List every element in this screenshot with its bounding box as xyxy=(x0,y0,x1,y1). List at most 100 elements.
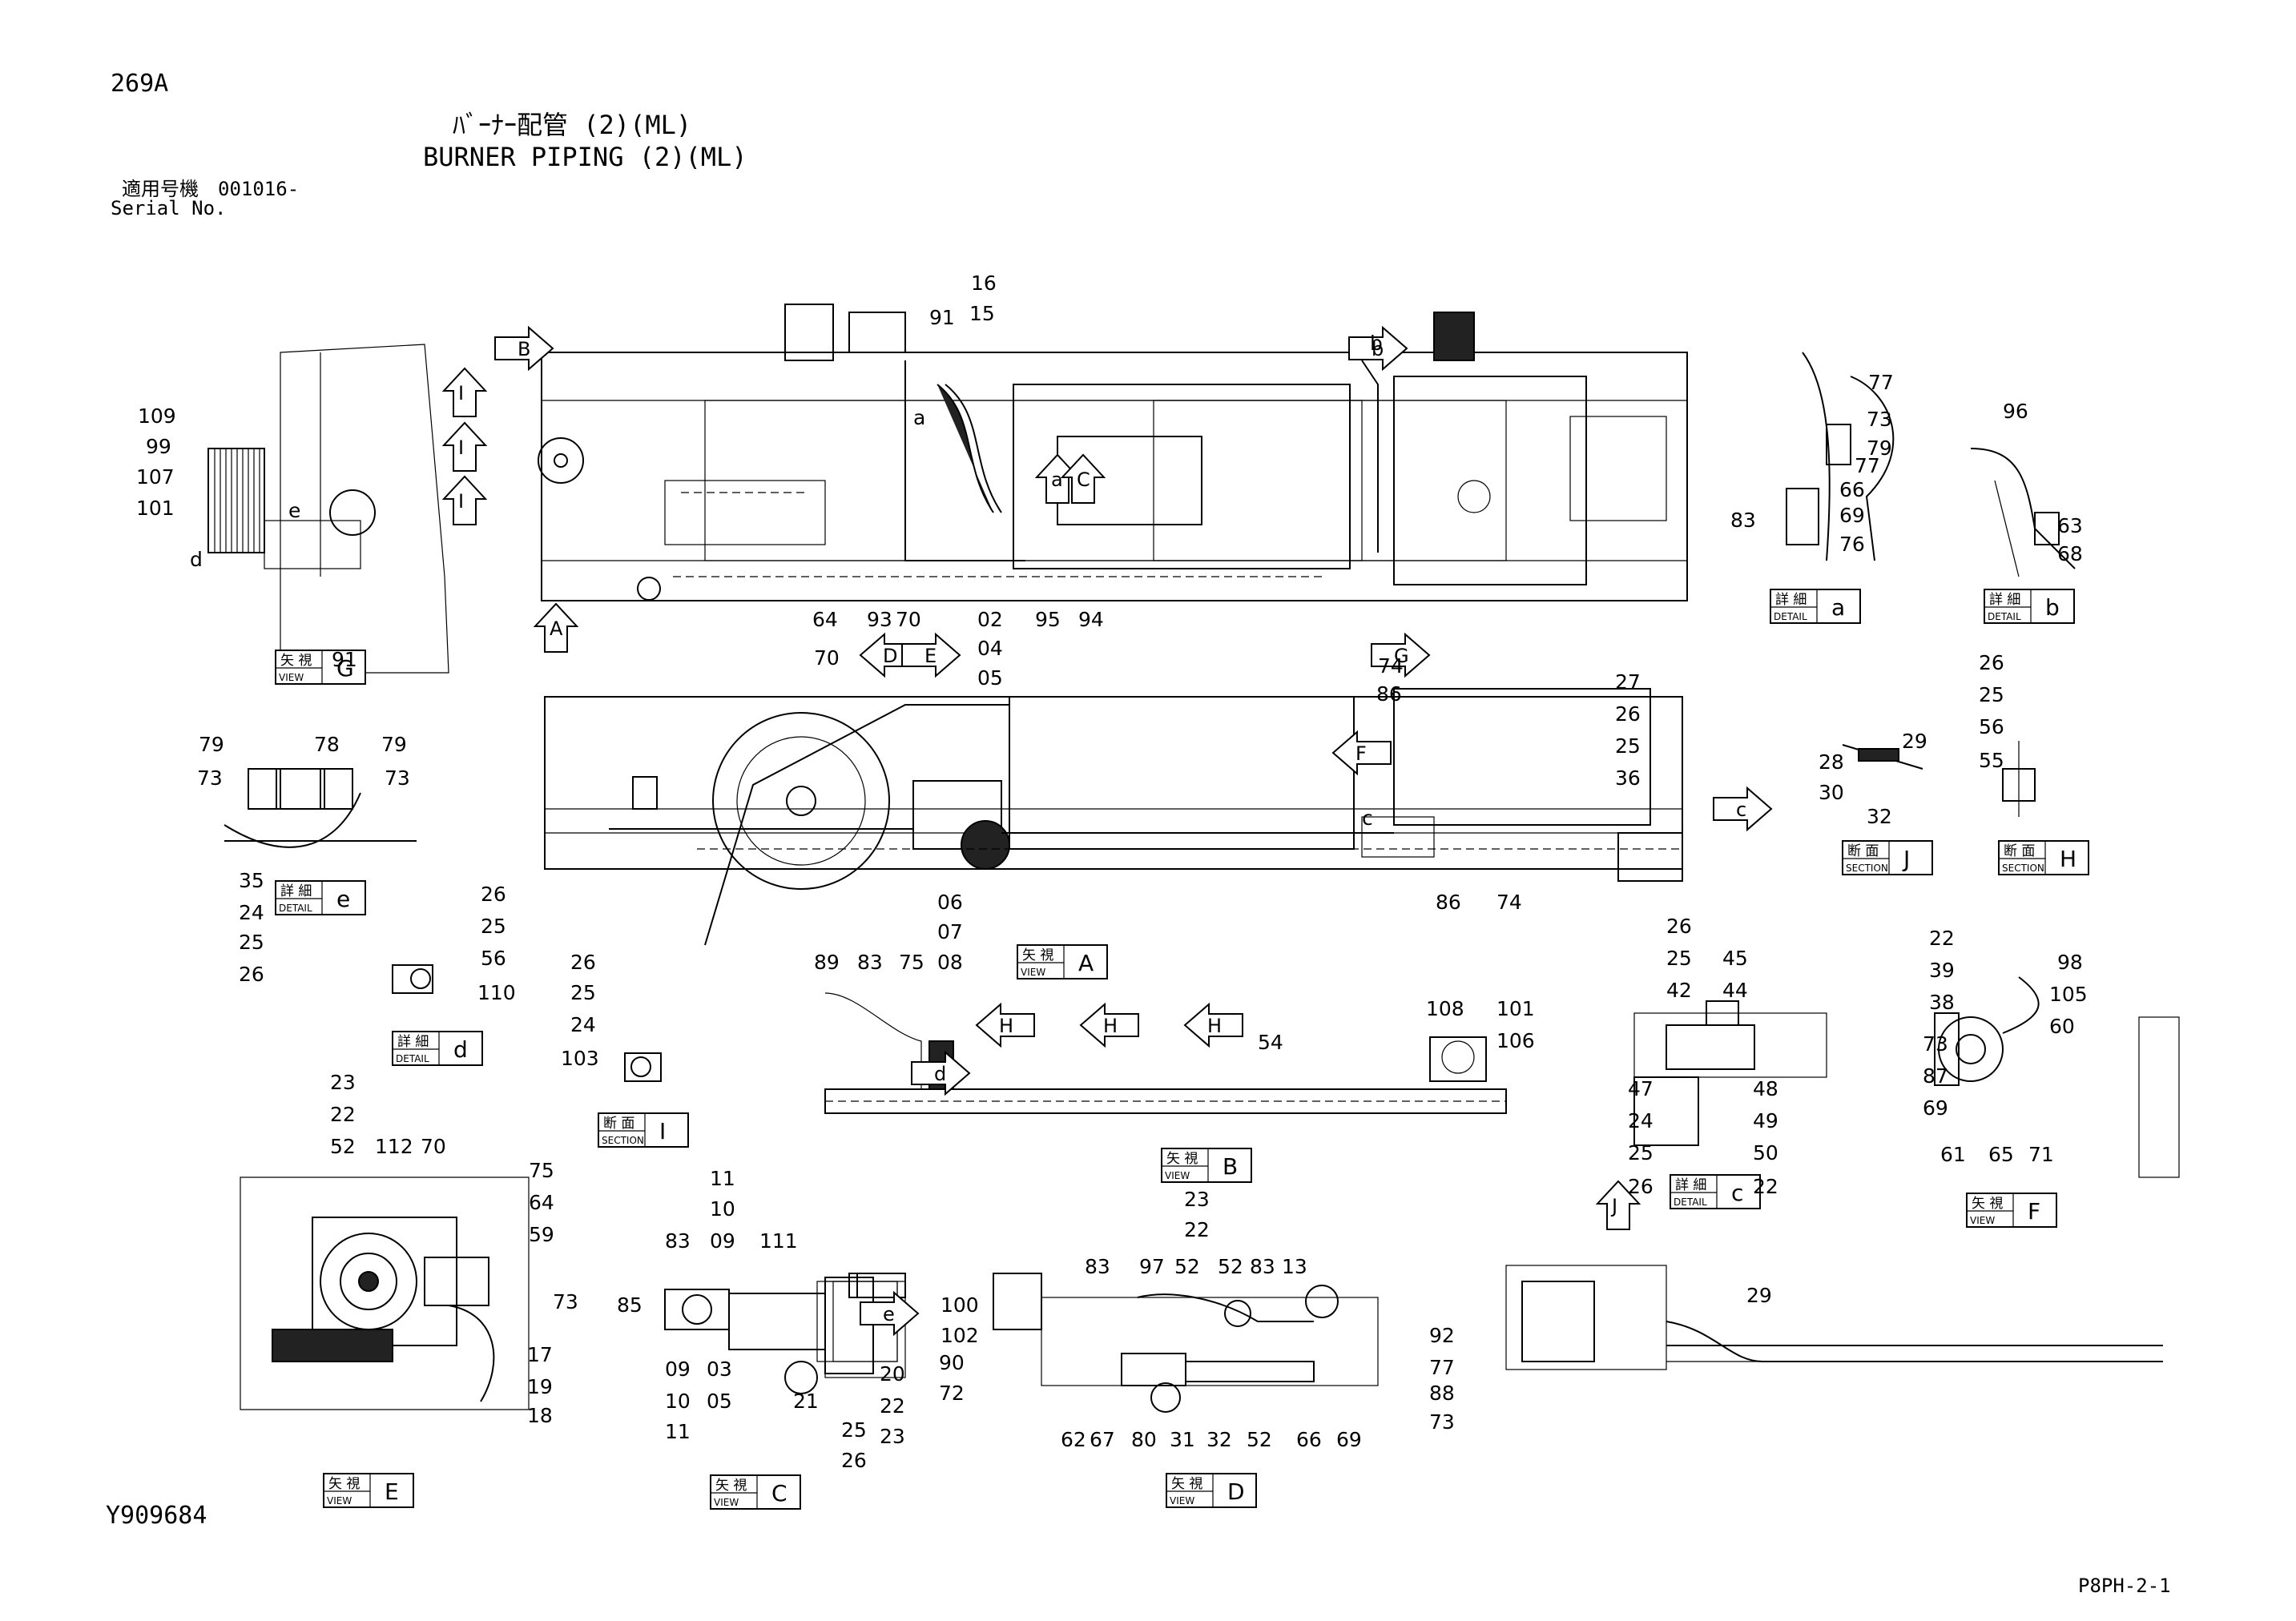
part-label: 100 xyxy=(941,1293,979,1317)
view-box-frame xyxy=(275,650,366,685)
part-label: 48 xyxy=(1753,1077,1778,1100)
part-label: 50 xyxy=(1753,1141,1778,1164)
view-arrow-shape xyxy=(1595,1180,1641,1230)
part-label: 66 xyxy=(1839,478,1865,501)
view-arrow-c: c xyxy=(1713,786,1773,832)
circle xyxy=(554,453,568,468)
part-label: 89 xyxy=(814,951,840,974)
view-arrow-letter: I xyxy=(458,382,464,404)
view-arrow-e: e xyxy=(860,1290,920,1337)
part-label: 25 xyxy=(841,1418,867,1442)
blower-duct xyxy=(704,704,1009,946)
circle xyxy=(736,736,866,866)
chassis-frame xyxy=(541,352,1688,601)
view-box-type: SECTION xyxy=(602,1135,644,1146)
part-label: 20 xyxy=(880,1362,905,1386)
valve-block xyxy=(1786,488,1819,545)
view-arrow-letter: H xyxy=(999,1015,1013,1037)
part-label: 26 xyxy=(841,1449,867,1472)
part-label: 27 xyxy=(1615,670,1641,694)
fitting xyxy=(320,768,353,810)
view-arrow-letter: E xyxy=(924,645,937,667)
part-label: 102 xyxy=(941,1324,979,1347)
view-arrow-a: a xyxy=(1034,453,1081,504)
part-label: 87 xyxy=(1923,1064,1948,1088)
view-box-letter: e xyxy=(336,886,350,912)
part-label: 73 xyxy=(1923,1032,1948,1056)
view-box-kanji: 矢 視 xyxy=(1972,1196,2003,1212)
part-label: e xyxy=(288,499,300,522)
part-label: 83 xyxy=(1085,1255,1110,1278)
part-label: 74 xyxy=(1496,891,1522,914)
part-label: 10 xyxy=(710,1197,735,1221)
hose-coil xyxy=(1305,1285,1339,1318)
view-box-letter: d xyxy=(453,1036,468,1063)
part-label: 93 xyxy=(867,608,892,631)
view-arrow-shape xyxy=(911,1050,971,1096)
part-label: 97 xyxy=(1139,1255,1165,1278)
view-box-kanji: 矢 視 xyxy=(280,653,312,669)
view-arrow-letter: A xyxy=(550,617,563,640)
part-label: 49 xyxy=(1753,1109,1778,1132)
part-label: 73 xyxy=(1867,408,1892,431)
part-label: 55 xyxy=(1979,749,2004,772)
blower-housing xyxy=(712,712,890,890)
view-box-frame xyxy=(1966,1193,2057,1228)
part-label: 19 xyxy=(527,1375,553,1398)
view-arrow-A: A xyxy=(533,602,579,653)
view-box-letter: B xyxy=(1223,1153,1238,1180)
part-label: 11 xyxy=(665,1420,691,1443)
view-box-type: VIEW xyxy=(1970,1215,1995,1226)
view-e-outline xyxy=(240,1177,530,1410)
part-label: 38 xyxy=(1929,991,1955,1014)
view-box-type: VIEW xyxy=(1170,1495,1194,1506)
bracket xyxy=(1633,1076,1699,1146)
view-arrow-B: B xyxy=(494,325,554,372)
part-label: 70 xyxy=(896,608,921,631)
outline xyxy=(1934,1012,1960,1086)
part-label: 72 xyxy=(939,1382,965,1405)
part-label: 62 xyxy=(1061,1428,1086,1451)
part-label: 04 xyxy=(977,637,1003,660)
view-box-type: VIEW xyxy=(327,1495,352,1506)
part-label: 52 xyxy=(1218,1255,1243,1278)
view-arrow-shape xyxy=(1034,453,1081,504)
part-label: 29 xyxy=(1746,1284,1772,1307)
part-label: 64 xyxy=(529,1191,554,1214)
part-label: 83 xyxy=(665,1229,691,1253)
part-label: 26 xyxy=(1628,1175,1654,1198)
view-box-frame xyxy=(275,880,366,915)
view-box-letter: F xyxy=(2028,1198,2040,1225)
view-box-letter: J xyxy=(1902,846,1910,872)
part-label: 98 xyxy=(2057,951,2083,974)
part-label: 91 xyxy=(332,648,357,671)
view-box-kanji: 断 面 xyxy=(1847,843,1879,859)
part-label: 25 xyxy=(570,981,596,1004)
view-arrow-letter: I xyxy=(458,436,464,459)
part-label: 79 xyxy=(1867,436,1892,460)
exhaust-stack xyxy=(784,304,834,361)
view-box-frame xyxy=(1842,840,1933,875)
radiator xyxy=(1433,312,1475,361)
piping-run xyxy=(1666,1321,2163,1362)
view-box-kanji: 断 面 xyxy=(2004,843,2035,859)
hose xyxy=(1970,448,2076,569)
part-label: 77 xyxy=(1429,1356,1455,1379)
view-arrow-E: E xyxy=(901,632,961,678)
view-box-kanji: 矢 視 xyxy=(328,1476,360,1492)
circle xyxy=(630,1056,651,1077)
view-arrow-shape xyxy=(441,421,488,472)
outline xyxy=(1706,1000,1739,1026)
view-box-type: DETAIL xyxy=(1774,611,1807,622)
part-label: 25 xyxy=(1979,683,2004,706)
part-label: 26 xyxy=(1615,702,1641,726)
view-arrow-letter: B xyxy=(518,338,530,360)
view-arrow-letter: G xyxy=(1394,645,1409,667)
part-label: 76 xyxy=(1839,533,1865,556)
view-arrow-shape xyxy=(1713,786,1773,832)
part-label: 32 xyxy=(1206,1428,1232,1451)
fuel-line xyxy=(904,360,1025,561)
